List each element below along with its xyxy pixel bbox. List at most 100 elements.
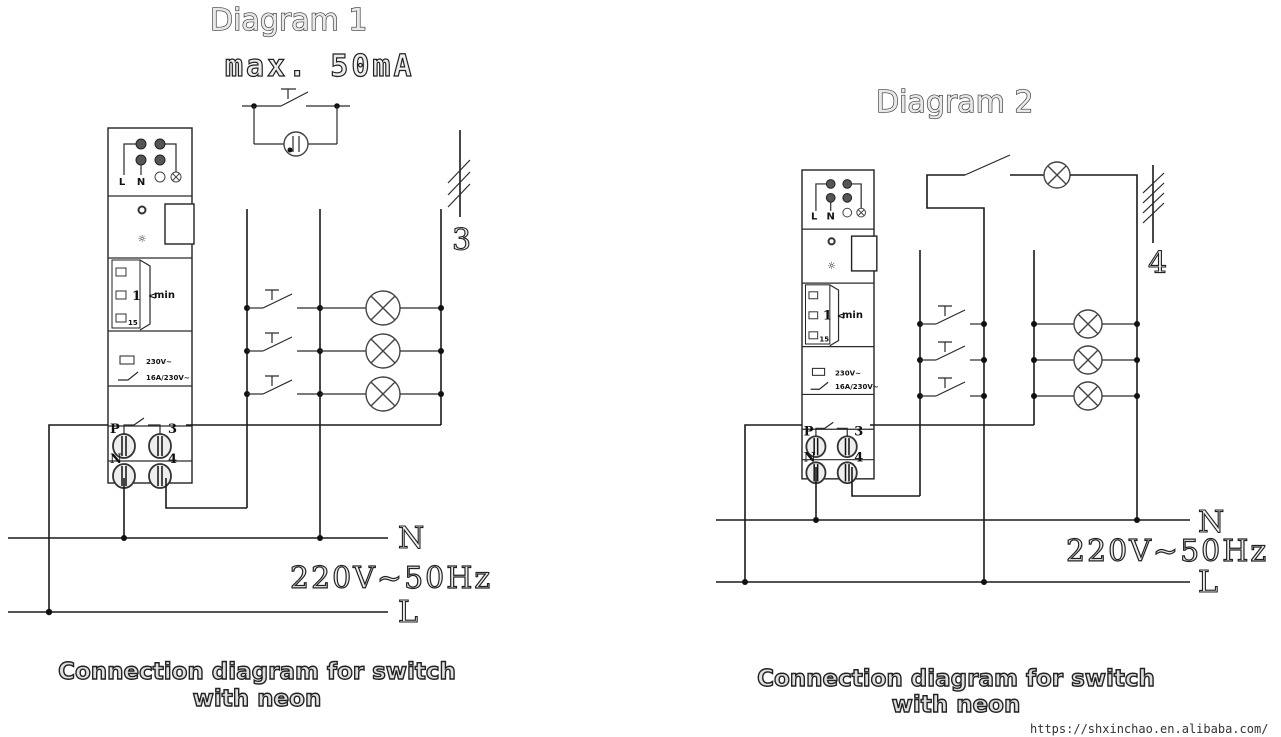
terminal-label: 3 [168, 422, 177, 437]
pushbutton-contact [262, 379, 293, 395]
push-button [164, 203, 195, 245]
internal-contact [836, 427, 848, 437]
diagram-1-title: Diagram 1 [210, 3, 367, 38]
terminal-label: N [804, 450, 816, 465]
pushbutton-contact [262, 336, 293, 352]
dial-max: 15 [819, 335, 829, 343]
caption-line-2: with neon [193, 686, 322, 712]
junction-dot [1134, 321, 1140, 327]
bus-l-label: L [398, 595, 418, 630]
wire-count-ticks-4 [1142, 172, 1165, 224]
contact-icon [118, 371, 139, 381]
junction-dot [1031, 357, 1037, 363]
junction-dot [1031, 321, 1037, 327]
dial-pointer: < [148, 291, 156, 302]
coil-icon [119, 355, 135, 365]
dial-pointer: < [837, 311, 845, 322]
dial-tick [808, 331, 819, 340]
lamp-cross [1077, 349, 1099, 371]
neon-lamp-icon [283, 131, 309, 157]
legend-wire [815, 183, 827, 211]
bus-l-label: L [1198, 565, 1218, 600]
dial-tick [115, 290, 127, 300]
wire-count-label: 4 [1148, 246, 1167, 281]
terminal-label: N [110, 452, 122, 467]
dial-tick [115, 313, 127, 323]
caption-line-2: with neon [892, 692, 1021, 718]
pushbutton-contact [935, 345, 966, 361]
junction-dot [981, 357, 987, 363]
pushbutton-contact [935, 309, 966, 325]
diagram-2-title: Diagram 2 [876, 85, 1033, 120]
status-led-icon [827, 237, 836, 246]
contact-rating: 16A/230V~ [835, 383, 879, 391]
dial-value: 1 [132, 289, 141, 304]
pushbutton-lamp-rows [917, 305, 1140, 411]
pushbutton-icon [938, 377, 952, 388]
bus-n-label: N [1198, 505, 1224, 540]
lamp-cross [172, 173, 180, 181]
pushbutton-icon [938, 305, 952, 316]
internal-contact [815, 421, 834, 437]
dial-unit: min [154, 290, 175, 301]
junction-dot [438, 348, 444, 354]
internal-contact [148, 424, 161, 434]
lamp-cross [370, 295, 396, 321]
bus-n-label: N [398, 521, 424, 556]
terminal-n-icon [825, 192, 836, 203]
lamp-cross [857, 209, 865, 217]
junction-dot [981, 321, 987, 327]
lamp-cross [370, 381, 396, 407]
coil-rating: 230V~ [835, 369, 861, 377]
terminal-label: 3 [854, 424, 863, 439]
status-led-icon [137, 205, 147, 215]
lamp-cross [1077, 385, 1099, 407]
contact-icon [810, 381, 829, 390]
light-icon: ☼ [827, 261, 836, 272]
push-button [850, 235, 878, 272]
terminal-4-icon [842, 192, 853, 203]
junction-dot [438, 391, 444, 397]
junction-dot [981, 393, 987, 399]
coil-rating: 230V~ [146, 358, 172, 366]
legend-label-l: L [119, 177, 126, 188]
dial-tick [115, 267, 127, 277]
pushbutton-icon [938, 341, 952, 352]
terminal-p-icon [825, 179, 836, 189]
row-1 [917, 305, 1140, 339]
terminal-p-icon [135, 138, 147, 150]
pushbutton-icon [265, 289, 279, 300]
terminal-label: P [110, 422, 120, 437]
row-3 [917, 377, 1140, 411]
pushbutton-lamp-rows [244, 289, 444, 412]
terminal-n-icon [135, 154, 147, 166]
legend-label-l: L [811, 212, 818, 223]
terminal-3-icon [154, 138, 166, 150]
legend-wire [851, 183, 862, 210]
dial-max: 15 [128, 319, 138, 327]
wire-count-label: 3 [452, 223, 471, 258]
lamp-cross [1077, 313, 1099, 335]
legend-label-n: N [137, 177, 145, 188]
junction-dot [1134, 357, 1140, 363]
dial-tick [808, 291, 819, 300]
pushbutton-contact [935, 381, 966, 397]
wire-count-ticks-3 [447, 159, 471, 208]
top-switch-lamp-circuit [926, 154, 1138, 582]
junction-dot [1031, 393, 1037, 399]
dial-bezel [829, 284, 840, 347]
indicator-lamp-icon [842, 207, 853, 218]
terminal-label: 4 [854, 450, 863, 465]
screw-terminal-icon [148, 463, 172, 489]
pushbutton-icon [265, 375, 279, 386]
pushbutton-icon [265, 332, 279, 343]
terminal-label: P [804, 424, 814, 439]
dial-unit: min [842, 310, 863, 321]
row-2 [917, 341, 1140, 375]
watermark-url: https://shxinchao.en.alibaba.com/ [1030, 722, 1268, 736]
supply-label: 220V~50Hz [1066, 534, 1268, 569]
